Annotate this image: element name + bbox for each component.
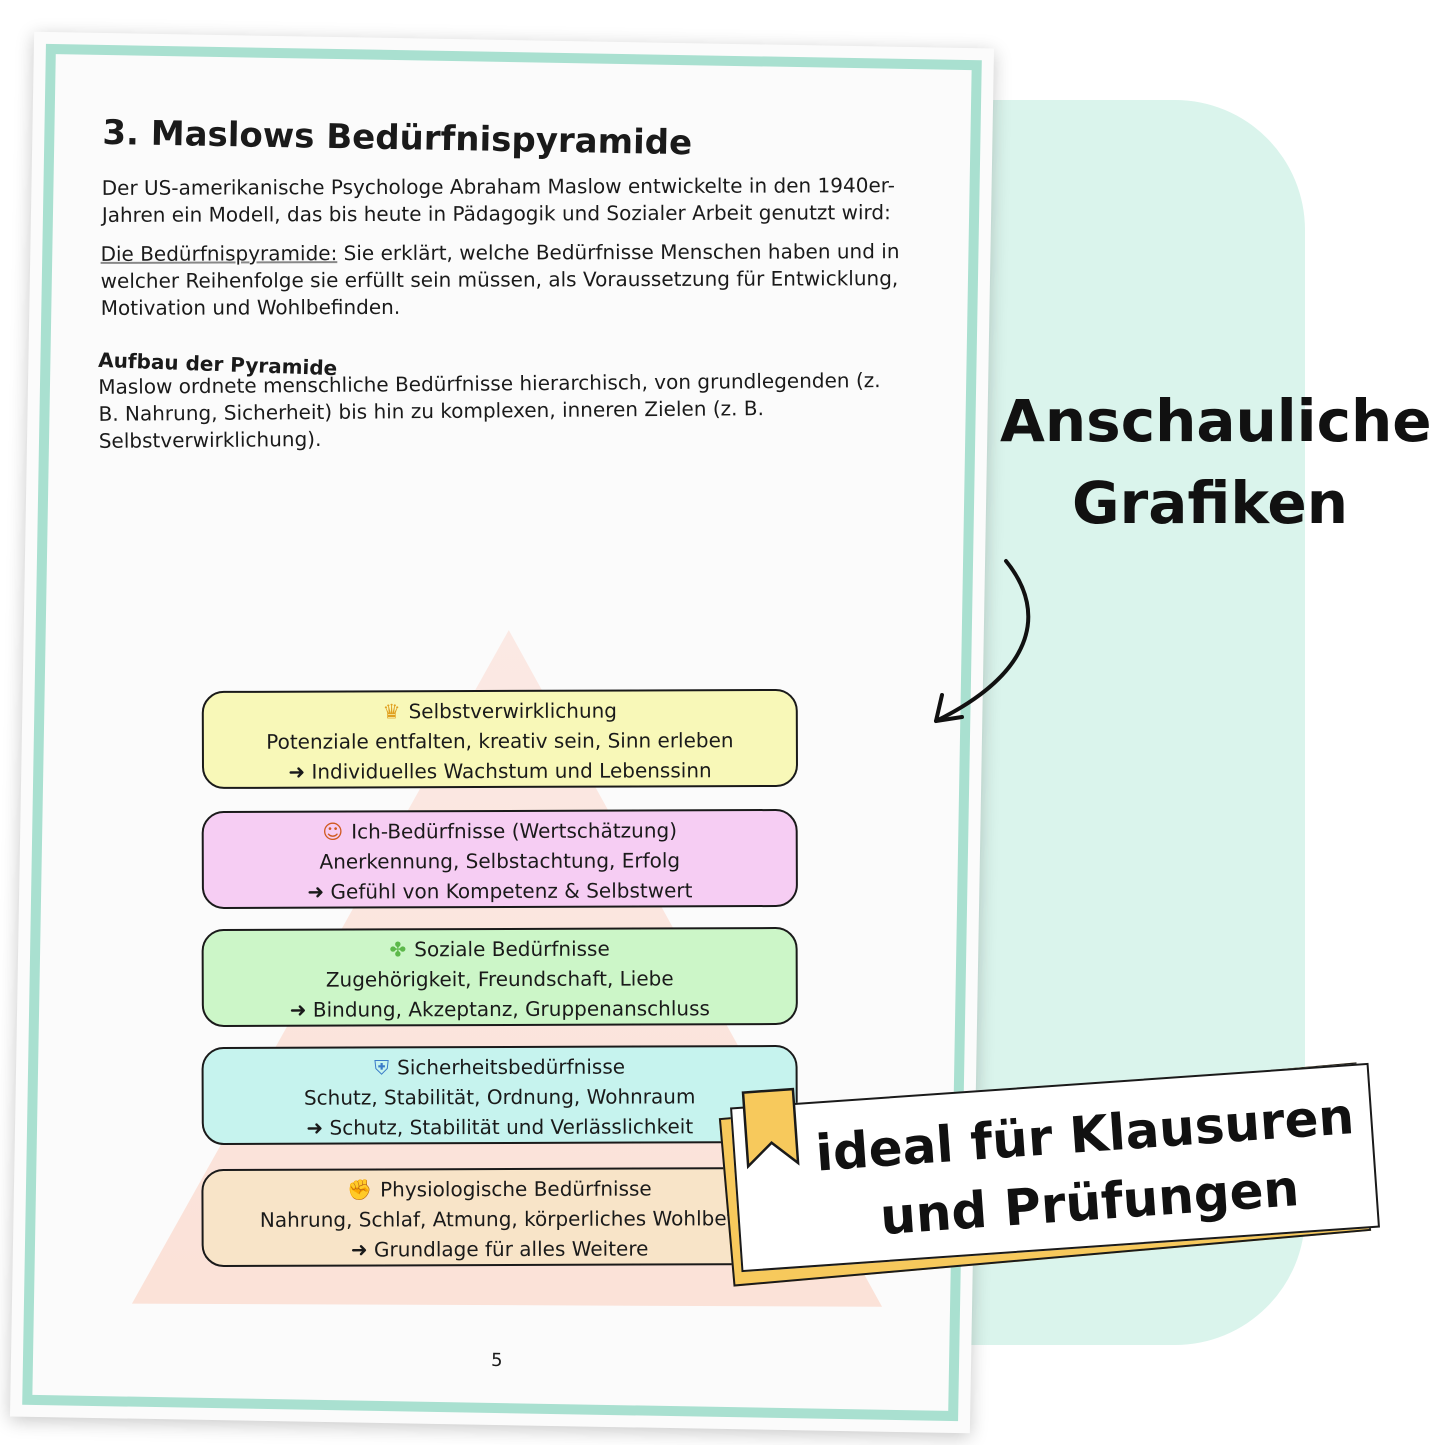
page-content: 3. Maslows Bedürfnispyramide Der US-amer…	[97, 113, 903, 481]
badge-text: ideal für Klausuren und Prüfungen	[813, 1082, 1361, 1255]
flexed-biceps-icon: ✊	[347, 1177, 373, 1202]
level-title: ✊ Physiologische Bedürfnisse	[203, 1173, 795, 1205]
level-result: ➜ Individuelles Wachstum und Lebenssinn	[288, 758, 712, 784]
definition-paragraph: Die Bedürfnispyramide: Sie erklärt, welc…	[101, 238, 901, 322]
claim-line-1: Anschauliche	[1000, 387, 1432, 455]
level-title-text: Soziale Bedürfnisse	[414, 936, 610, 962]
level-title: ♛ Selbstverwirklichung	[204, 695, 796, 727]
level-result: ➜ Grundlage für alles Weitere	[350, 1236, 649, 1262]
exam-badge: ideal für Klausuren und Prüfungen	[730, 1062, 1380, 1273]
shield-icon: ⛨	[374, 1055, 390, 1080]
person-raising-hand-icon: ☺	[322, 819, 344, 844]
curved-arrow-icon	[934, 559, 1031, 723]
level-title: ☺ Ich-Bedürfnisse (Wertschätzung)	[204, 815, 796, 847]
bookmark-icon	[741, 1087, 800, 1170]
structure-paragraph: Maslow ordnete menschliche Bedürfnisse h…	[98, 368, 881, 453]
definition-term: Die Bedürfnispyramide:	[100, 241, 338, 266]
level-description: Anerkennung, Selbstachtung, Erfolg	[319, 848, 681, 874]
intro-paragraph: Der US-amerikanische Psychologe Abraham …	[101, 173, 895, 227]
level-description: Schutz, Stabilität, Ordnung, Wohnraum	[303, 1084, 696, 1110]
crown-icon: ♛	[382, 699, 401, 724]
level-description: Zugehörigkeit, Freundschaft, Liebe	[325, 966, 674, 992]
level-description: Nahrung, Schlaf, Atmung, körperliches Wo…	[259, 1206, 740, 1232]
page-number: 5	[490, 1349, 503, 1372]
level-result: ➜ Schutz, Stabilität und Verlässlichkeit	[306, 1114, 694, 1140]
level-title-text: Selbstverwirklichung	[408, 698, 618, 724]
level-title-text: Ich-Bedürfnisse (Wertschätzung)	[351, 818, 678, 844]
worksheet-page: 3. Maslows Bedürfnispyramide Der US-amer…	[9, 31, 995, 1434]
pyramid-level: ☺ Ich-Bedürfnisse (Wertschätzung) Anerkenn…	[201, 808, 798, 910]
claim-line-2: Grafiken	[1072, 469, 1348, 537]
level-result: ➜ Gefühl von Kompetenz & Selbstwert	[307, 878, 693, 904]
level-result: ➜ Bindung, Akzeptanz, Gruppenanschluss	[289, 996, 710, 1022]
level-title: ✤ Soziale Bedürfnisse	[204, 933, 796, 965]
level-description: Potenziale entfalten, kreativ sein, Sinn…	[266, 728, 734, 754]
level-title-text: Sicherheitsbedürfnisse	[397, 1054, 626, 1080]
level-title-text: Physiologische Bedürfnisse	[380, 1176, 652, 1202]
level-title: ⛨ Sicherheitsbedürfnisse	[204, 1051, 796, 1083]
puzzle-piece-icon: ✤	[389, 937, 407, 962]
promo-claim: Anschauliche Grafiken	[1000, 380, 1432, 544]
